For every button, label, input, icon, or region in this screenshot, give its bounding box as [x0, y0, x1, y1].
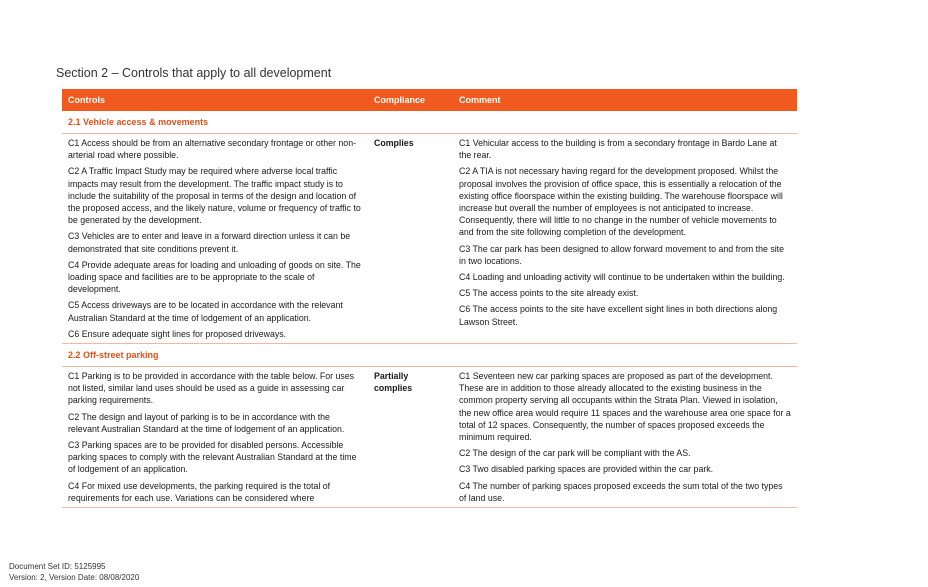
- comment-item: C4 Loading and unloading activity will c…: [459, 272, 785, 283]
- compliance-cell: Complies: [368, 133, 453, 345]
- control-item: C1 Parking is to be provided in accordan…: [68, 371, 355, 406]
- comment-item: C3 Two disabled parking spaces are provi…: [459, 464, 714, 475]
- section-title: Section 2 – Controls that apply to all d…: [56, 66, 332, 80]
- comment-item: C4 The number of parking spaces proposed…: [459, 480, 783, 503]
- header-comment: Comment: [453, 89, 797, 111]
- table-row: C1 Access should be from an alternative …: [62, 133, 797, 345]
- header-controls: Controls: [62, 89, 368, 111]
- control-item: C1 Access should be from an alternative …: [68, 138, 357, 161]
- comment-item: C3 The car park has been designed to all…: [459, 243, 785, 266]
- control-item: C5 Access driveways are to be located in…: [68, 300, 343, 323]
- comment-cell: C1 Seventeen new car parking spaces are …: [453, 366, 797, 509]
- control-item: C4 For mixed use developments, the parki…: [68, 480, 331, 503]
- comment-item: C1 Vehicular access to the building is f…: [459, 138, 777, 161]
- group-heading: 2.2 Off-street parking: [62, 343, 797, 368]
- comment-item: C2 The design of the car park will be co…: [459, 448, 691, 459]
- comment-item: C5 The access points to the site already…: [459, 288, 639, 299]
- header-compliance: Compliance: [368, 89, 453, 111]
- table-row: C1 Parking is to be provided in accordan…: [62, 366, 797, 509]
- document-set-id: Document Set ID: 5125995: [9, 562, 106, 571]
- group-heading-row: 2.2 Off-street parking: [62, 343, 797, 368]
- table-header-row: Controls Compliance Comment: [62, 89, 797, 111]
- control-item: C2 The design and layout of parking is t…: [68, 411, 345, 434]
- control-item: C3 Vehicles are to enter and leave in a …: [68, 231, 351, 254]
- comment-item: C1 Seventeen new car parking spaces are …: [459, 371, 791, 443]
- comment-item: C6 The access points to the site have ex…: [459, 304, 778, 327]
- control-item: C3 Parking spaces are to be provided for…: [68, 440, 357, 475]
- comment-item: C2 A TIA is not necessary having regard …: [459, 166, 783, 238]
- control-item: C6 Ensure adequate sight lines for propo…: [68, 328, 287, 339]
- control-item: C4 Provide adequate areas for loading an…: [68, 259, 361, 295]
- document-footer: Document Set ID: 5125995 Version: 2, Ver…: [9, 561, 139, 583]
- controls-cell: C1 Parking is to be provided in accordan…: [62, 366, 368, 509]
- controls-table: Controls Compliance Comment 2.1 Vehicle …: [62, 89, 797, 509]
- compliance-cell: Partially complies: [368, 366, 453, 509]
- group-heading: 2.1 Vehicle access & movements: [62, 111, 797, 134]
- comment-cell: C1 Vehicular access to the building is f…: [453, 133, 797, 345]
- document-version: Version: 2, Version Date: 08/08/2020: [9, 573, 140, 582]
- controls-cell: C1 Access should be from an alternative …: [62, 133, 368, 345]
- group-heading-row: 2.1 Vehicle access & movements: [62, 111, 797, 134]
- control-item: C2 A Traffic Impact Study may be require…: [68, 166, 361, 226]
